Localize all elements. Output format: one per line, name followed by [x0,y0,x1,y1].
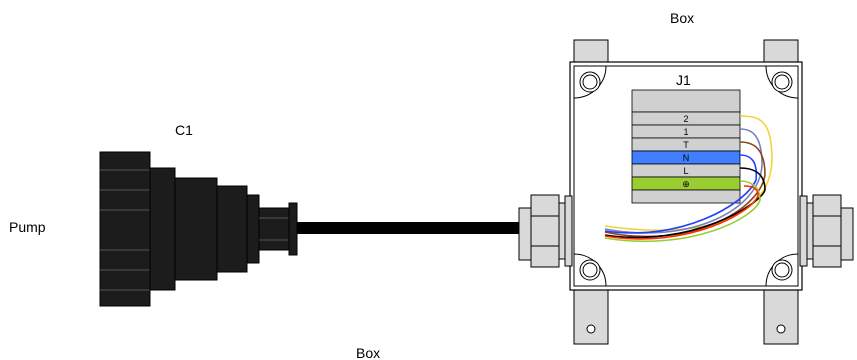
box-top-label: Box [670,10,694,26]
cable-gland-left [518,194,573,268]
terminal-label: N [683,153,690,163]
corner-screw-bl [573,253,607,287]
connector-collar [149,167,176,291]
connector-neck [216,185,248,273]
junction-label: J1 [676,72,691,88]
box-bottom-label: Box [356,345,380,360]
wire-extra [604,185,759,240]
corner-screw-br [765,253,799,287]
terminal-label: L [683,166,688,176]
terminal-row [631,89,741,113]
corner-screw-tl [573,65,607,99]
terminal-label: T [683,140,689,150]
connector-c1 [99,151,298,307]
cable [297,222,519,234]
mount-tab-top-right [763,39,799,63]
terminal-label: 2 [683,114,688,124]
connector-label: C1 [175,122,193,138]
pump-label: Pump [9,219,46,235]
mount-tab-bottom-right [763,289,799,345]
wires [604,115,773,243]
terminal-row [631,189,741,204]
connector-body-mid [174,177,218,281]
terminal-label: ⊕ [682,179,690,189]
wire-pe [604,180,761,243]
wire-n [604,154,758,234]
connector-body-rear [99,151,151,307]
cable-gland-right [799,194,854,268]
wire-l [604,167,766,239]
terminal-label: 1 [683,127,688,137]
connector-nut [258,207,290,251]
mount-tab-bottom-left [573,289,609,345]
connector-nut-rear [246,194,260,264]
corner-screw-tr [765,65,799,99]
mount-tab-top-left [573,39,609,63]
connector-nut-front [288,202,298,256]
